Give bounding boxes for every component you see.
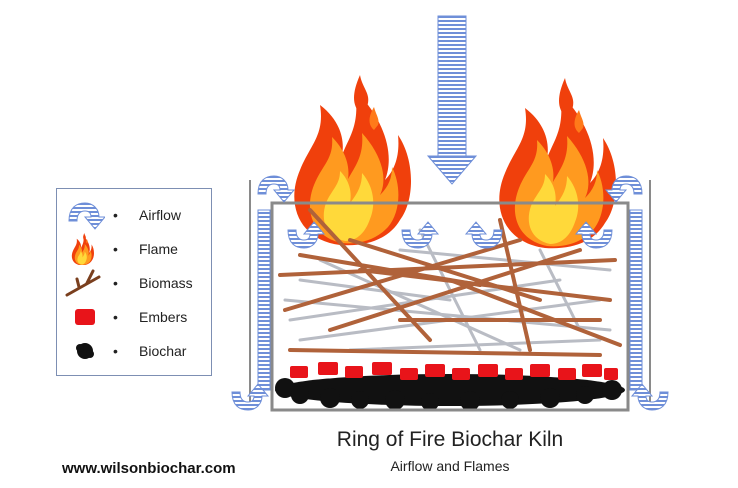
airflow-side-right	[629, 209, 643, 391]
legend-label: Biochar	[139, 343, 187, 359]
diagram-subtitle: Airflow and Flames	[390, 458, 510, 474]
biochar-icon	[76, 343, 94, 359]
biochar-layer	[275, 374, 625, 411]
legend-item-biomass: • Biomass	[57, 267, 213, 299]
biomass-icon	[65, 269, 101, 297]
legend-item-embers: • Embers	[57, 301, 213, 333]
kiln-ring	[249, 180, 651, 412]
airflow-curl-top-left	[257, 175, 295, 203]
legend-label: Biomass	[139, 275, 193, 291]
legend: • Airflow • Flame • Biomass • Embers	[56, 188, 212, 376]
embers-icon	[75, 309, 95, 325]
flame-left	[294, 75, 412, 246]
airflow-side-left	[257, 209, 271, 391]
airflow-curl-inner-mid-left	[401, 221, 439, 249]
legend-label: Airflow	[139, 207, 182, 223]
biomass-pile	[278, 208, 622, 357]
legend-label: Embers	[139, 309, 188, 325]
airflow-curl-inner-mid-right	[465, 221, 503, 249]
airflow-arrow-down	[426, 15, 478, 185]
diagram-title: Ring of Fire Biochar Kiln	[336, 428, 564, 451]
embers-layer	[290, 362, 618, 380]
legend-item-biochar: • Biochar	[57, 335, 213, 367]
legend-label: Flame	[139, 241, 178, 257]
legend-item-flame: • Flame	[57, 233, 213, 265]
flame-right	[499, 78, 617, 249]
airflow-icon	[68, 202, 105, 230]
legend-item-airflow: • Airflow	[57, 199, 213, 231]
website-url: www.wilsonbiochar.com	[62, 460, 236, 477]
flame-icon	[71, 233, 94, 265]
